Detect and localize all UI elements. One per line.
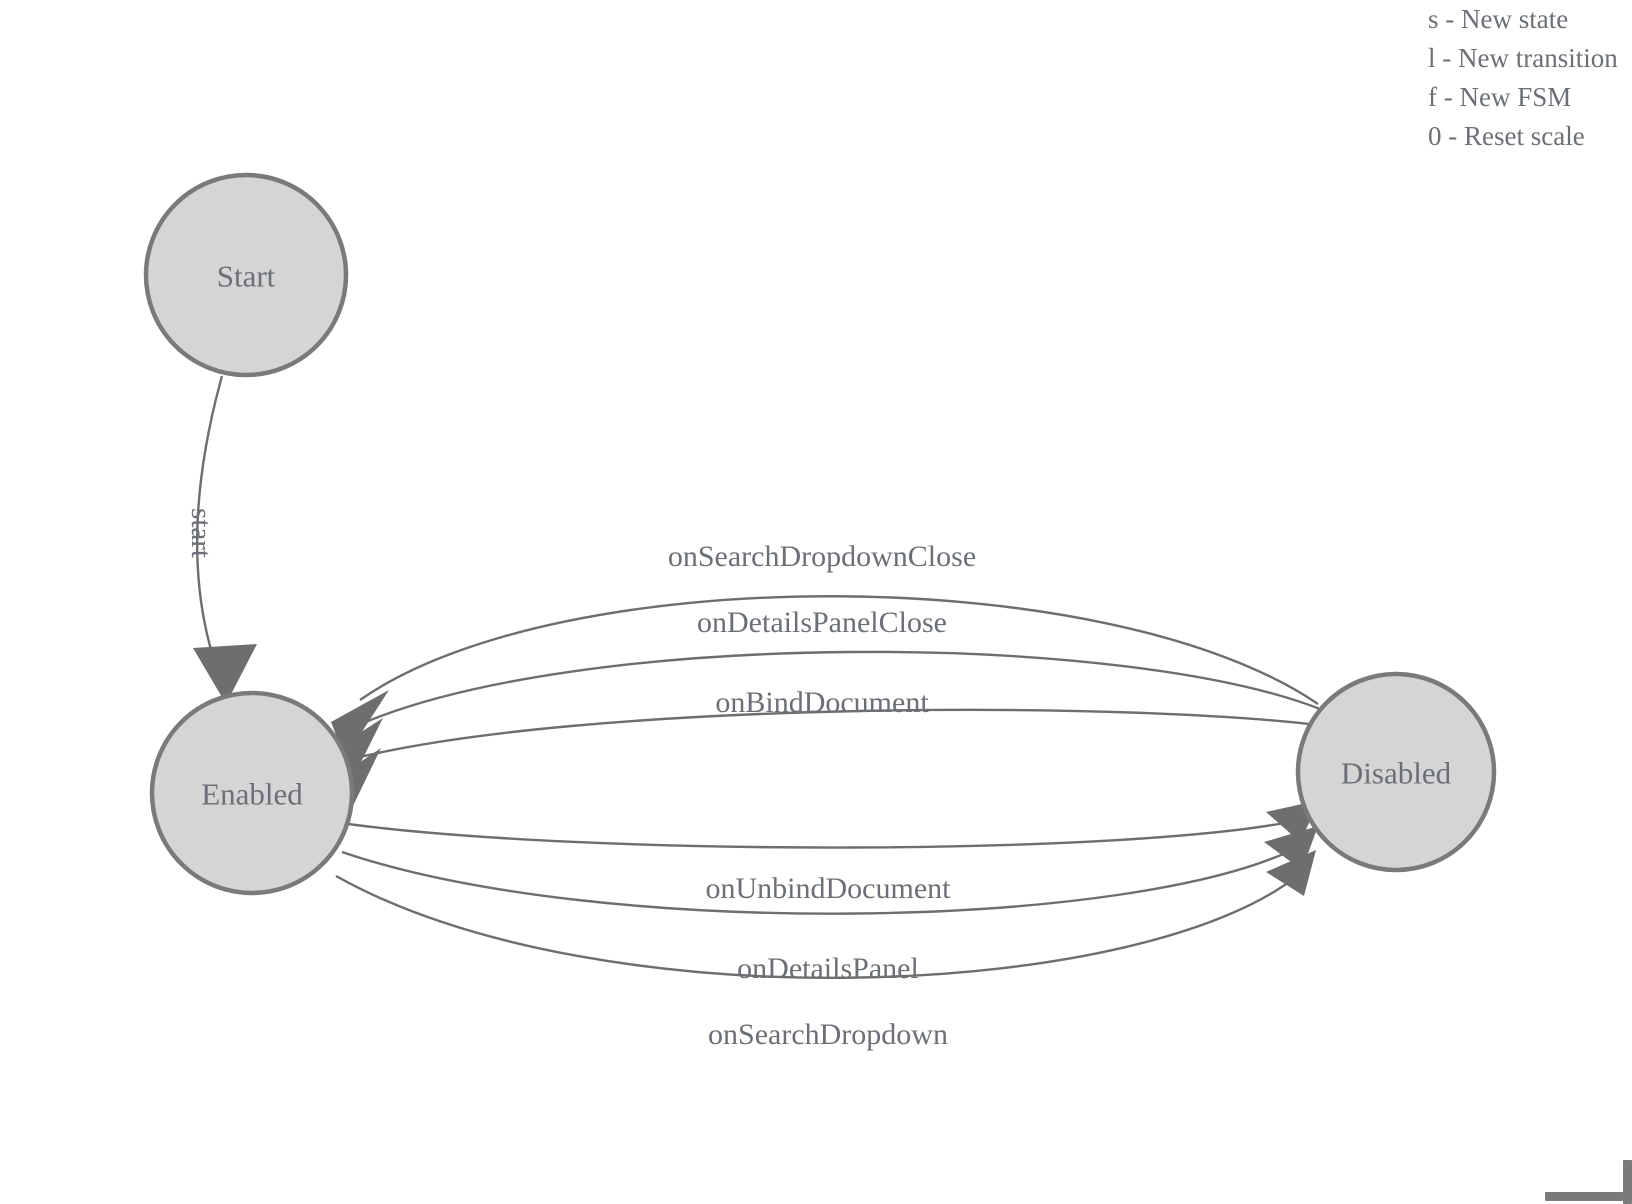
transition-label-onUnbindDocument: onUnbindDocument [706,872,952,905]
transition-label-start: start [185,508,217,558]
transition-start-arrowhead [193,644,257,704]
transition-label-onSearchDropdown: onSearchDropdown [708,1018,948,1051]
transition-onBindDocument[interactable] [331,708,1341,812]
transition-onDetailsPanel-path[interactable] [341,844,1301,915]
state-label-enabled: Enabled [201,777,303,812]
state-circle-enabled[interactable] [149,690,355,896]
transition-label-onSearchDropdownClose: onSearchDropdownClose [668,540,976,573]
transition-onSearchDropdown[interactable] [335,850,1316,979]
vertical-scrollbar[interactable] [1623,1160,1632,1204]
transition-onSearchDropdownClose-path[interactable] [359,595,1319,705]
state-label-disabled: Disabled [1341,756,1452,791]
transition-onDetailsPanelClose[interactable] [330,650,1333,788]
state-node-enabled[interactable]: Enabled [149,690,355,896]
state-label-start: Start [217,259,276,294]
transition-label-onDetailsPanelClose: onDetailsPanelClose [697,606,947,639]
transition-onUnbindDocument[interactable] [347,800,1320,849]
transition-onUnbindDocument-path[interactable] [347,818,1301,849]
transition-onSearchDropdown-path[interactable] [335,871,1303,979]
horizontal-scrollbar[interactable] [1545,1192,1623,1201]
transition-start[interactable] [193,375,257,704]
transition-onDetailsPanelClose-path[interactable] [351,650,1333,730]
transition-start-path[interactable] [196,375,224,661]
state-circle-disabled[interactable] [1295,671,1497,873]
transition-onSearchDropdown-arrowhead [1266,850,1316,896]
transition-onBindDocument-path[interactable] [347,708,1341,762]
transition-label-onDetailsPanel: onDetailsPanel [737,952,919,985]
transition-label-onBindDocument: onBindDocument [715,686,929,719]
state-node-disabled[interactable]: Disabled [1295,671,1497,873]
state-circle-start[interactable] [143,172,349,378]
state-node-start[interactable]: Start [143,172,349,378]
